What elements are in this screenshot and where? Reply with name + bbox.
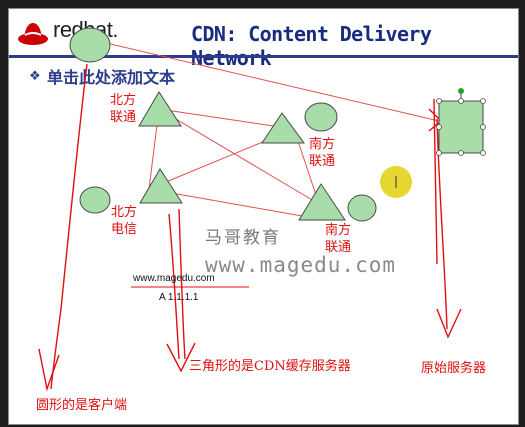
node-label-3: 北方 电信 <box>111 205 138 237</box>
header-rule <box>9 55 518 58</box>
link-n1-n2 <box>158 108 295 130</box>
cursor-highlight <box>380 166 412 198</box>
client-circle-2[interactable] <box>304 102 338 132</box>
watermark-url: www.magedu.com <box>205 253 397 277</box>
cache-triangle-1[interactable] <box>138 91 182 127</box>
link-n3-n4 <box>148 188 320 220</box>
pen-stroke-client <box>50 63 88 390</box>
annotation-circle: 圆形的是客户端 <box>36 398 128 413</box>
pen-strokes <box>38 63 462 392</box>
node-label-4: 南方 联通 <box>325 223 352 255</box>
cache-triangle-4[interactable] <box>298 183 346 221</box>
client-circles <box>69 27 377 222</box>
rotate-handle <box>458 88 464 94</box>
link-client-origin <box>88 38 440 122</box>
pen-stroke-origin <box>436 118 448 330</box>
pen-arrow-origin <box>436 308 462 339</box>
slide: redhat. CDN: Content Delivery Network ❖ … <box>8 8 519 425</box>
resize-handles <box>436 98 486 156</box>
client-circle-3[interactable] <box>79 186 111 214</box>
redhat-logo-icon <box>18 23 48 45</box>
connection-lines <box>88 38 440 220</box>
node-label-2: 南方 联通 <box>309 137 336 169</box>
client-circle-1[interactable] <box>69 27 111 63</box>
node-label-1: 北方 联通 <box>110 93 137 125</box>
pen-stroke-cache-1 <box>168 213 180 360</box>
client-circle-4[interactable] <box>347 194 377 222</box>
cache-triangle-3[interactable] <box>139 168 183 204</box>
annotation-triangle: 三角形的是CDN缓存服务器 <box>189 359 351 374</box>
origin-server[interactable] <box>436 88 486 156</box>
dns-record: A 1.1.1.1 <box>159 292 199 303</box>
bullet-icon: ❖ <box>29 69 41 84</box>
pen-arrow-client <box>38 348 60 392</box>
cdn-diagram <box>38 27 486 392</box>
text-placeholder[interactable]: 单击此处添加文本 <box>47 68 176 87</box>
cache-triangles <box>138 91 346 221</box>
pen-stroke-cache-2 <box>178 208 186 360</box>
cache-triangle-2[interactable] <box>261 112 305 144</box>
slide-title: CDN: Content Delivery Network <box>191 22 432 70</box>
watermark-cn: 马哥教育 <box>205 228 281 248</box>
annotation-origin: 原始服务器 <box>421 361 487 376</box>
dns-domain: www.magedu.com <box>133 273 215 284</box>
origin-server-box <box>438 100 484 154</box>
link-n1-n4 <box>158 108 320 205</box>
pen-arrow-cache <box>166 342 196 373</box>
